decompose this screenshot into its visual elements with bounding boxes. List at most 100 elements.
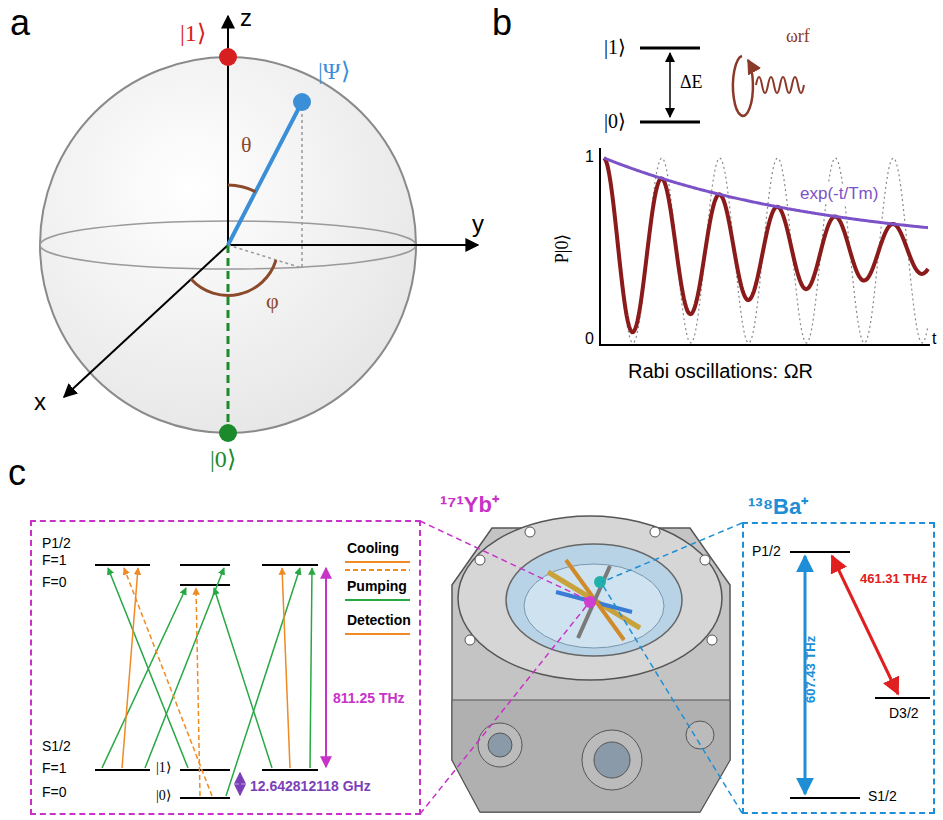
callout-lines-part	[420, 604, 588, 814]
ba-level-scheme-part	[790, 551, 850, 553]
hyperfine-label: F=1	[42, 760, 67, 776]
ion-trap-chamber-part	[707, 635, 717, 645]
state-label: |0⟩	[210, 446, 236, 474]
ion-trap-chamber-part	[465, 635, 475, 645]
frequency-label: 461.31 THz	[860, 572, 927, 587]
two-level-system	[640, 48, 804, 122]
bloch-sphere-part	[219, 424, 237, 442]
ion-trap-chamber-part	[594, 742, 630, 778]
yb-level-scheme-part	[180, 584, 230, 586]
decay-envelope	[604, 158, 928, 228]
ba-level-scheme-part	[875, 697, 930, 699]
ion-trap-chamber-part	[548, 572, 640, 628]
bloch-sphere-part	[228, 245, 302, 268]
bloch-sphere-part	[293, 93, 311, 111]
rabi-plot	[599, 148, 930, 346]
ion-trap-chamber-part	[524, 564, 664, 648]
ion-trap-chamber-part	[488, 733, 512, 757]
hyperfine-label: F=1	[42, 552, 67, 568]
undamped-curve	[604, 158, 928, 343]
yb-level-scheme-part	[102, 588, 186, 768]
level-label: P1/2	[42, 535, 71, 551]
yb-level-scheme-part	[180, 797, 230, 799]
legend-samples-part	[345, 599, 410, 601]
two-level-system-part	[640, 47, 700, 50]
axis-label: y	[472, 210, 484, 238]
drive-frequency-label: ωrf	[786, 26, 810, 47]
tick-label: 1	[585, 148, 594, 166]
yb-level-scheme-part	[145, 568, 224, 768]
panel-letter: b	[492, 2, 512, 43]
yb-level-scheme-part	[108, 568, 188, 768]
ion-trap-chamber-part	[478, 723, 522, 767]
yb-level-scheme-part	[180, 769, 230, 771]
yb-level-scheme-part	[95, 564, 150, 566]
legend-entry: Detection	[347, 612, 411, 628]
ba-level-box: ¹³⁸Ba⁺P1/2461.31 THzD3/2607.43 THzS1/2	[742, 522, 935, 814]
ion-trap-chamber-part	[452, 700, 730, 812]
yb-level-scheme-part	[239, 773, 241, 795]
ba-level-scheme	[790, 552, 930, 798]
state-label: |1⟩	[180, 20, 206, 48]
panel-letter: a	[10, 2, 30, 43]
yb-level-scheme-part	[262, 564, 318, 566]
legend-entry: Pumping	[347, 578, 407, 594]
axis-label: z	[240, 4, 252, 32]
two-level-system-part	[640, 121, 700, 124]
bloch-sphere	[40, 16, 478, 442]
two-level-system-part	[733, 56, 753, 116]
ion-heading: ¹³⁸Ba⁺	[748, 494, 808, 519]
yb-level-scheme-part	[262, 769, 318, 771]
angle-label: θ	[241, 132, 252, 157]
ion-trap-chamber	[452, 516, 730, 812]
bloch-sphere-part	[228, 102, 302, 245]
rabi-plot-part	[599, 148, 601, 346]
ba-level-scheme-part	[790, 797, 860, 799]
legend-entry: Cooling	[347, 540, 399, 556]
energy-gap-label: ΔE	[680, 72, 703, 93]
frequency-label: 12.642812118 GHz	[250, 778, 371, 794]
legend-samples-part	[345, 569, 410, 571]
ion-trap-chamber-part	[506, 544, 682, 656]
legend-text: Cooling	[347, 540, 399, 556]
frequency-label: 811.25 THz	[333, 690, 405, 706]
level-label: P1/2	[752, 543, 781, 559]
yb-level-scheme-part	[95, 769, 150, 771]
legend-samples-part	[345, 633, 410, 635]
level-label: S1/2	[868, 788, 897, 804]
hyperfine-label: F=0	[42, 574, 67, 590]
ion-trap-chamber-part	[700, 555, 710, 565]
level-label: |1⟩	[604, 36, 626, 59]
ion-heading: ¹⁷¹Yb⁺	[440, 492, 499, 517]
envelope-label: exp(-t/Tm)	[800, 184, 878, 204]
yb-level-box: ¹⁷¹Yb⁺P1/2F=1F=0S1/2F=1F=0|1⟩|0⟩12.64281…	[30, 520, 421, 815]
bloch-sphere-part	[219, 48, 237, 66]
axis-label: t	[932, 330, 936, 348]
bloch-sphere-part	[191, 260, 276, 296]
ion-trap-chamber-part	[556, 592, 632, 612]
ion-trap-chamber-part	[525, 527, 535, 537]
level-label: |0⟩	[604, 110, 626, 133]
frequency-label: 607.43 THz	[804, 636, 819, 703]
two-level-system-part	[669, 53, 671, 117]
state-label: |Ψ⟩	[318, 58, 350, 86]
ion-trap-chamber-part	[582, 730, 642, 790]
rabi-plot-part	[599, 344, 930, 346]
bloch-sphere-part	[228, 244, 478, 246]
yb-level-scheme-part	[180, 564, 230, 566]
callout-lines-part	[602, 523, 742, 582]
damped-rabi-curve	[604, 158, 928, 332]
callout-lines	[420, 521, 742, 814]
qubit-state-label: |1⟩	[156, 760, 171, 776]
plot-caption: Rabi oscillations: ΩR	[628, 360, 813, 383]
axis-label: x	[34, 388, 46, 416]
level-label: S1/2	[42, 738, 71, 754]
ion-trap-chamber-part	[458, 516, 722, 680]
yb-level-scheme-part	[310, 568, 312, 768]
legend-text: Detection	[347, 612, 411, 628]
bloch-sphere-part	[64, 245, 228, 397]
ion-trap-chamber-part	[578, 566, 610, 638]
panel-letter: c	[8, 452, 26, 493]
